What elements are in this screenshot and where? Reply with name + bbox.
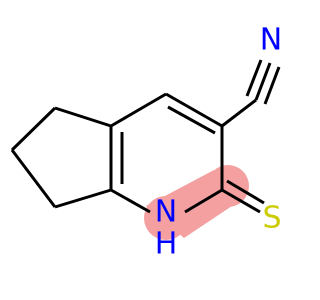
atom-highlight	[144, 165, 249, 240]
bond-c5-c6	[10, 106, 57, 152]
bond-cn-triple-center	[254, 62, 272, 101]
bond-c4-c3	[165, 92, 223, 128]
bond-c7a-n1	[110, 188, 151, 214]
structure-canvas: N S N H	[10, 23, 282, 262]
bond-n1-c2	[184, 188, 223, 214]
atom-label-nitrile-n: N	[260, 23, 282, 58]
atom-label-ring-n: N	[155, 195, 177, 230]
bond-c4-c3-inner	[167, 105, 216, 135]
bond-cn-triple-right	[263, 66, 281, 105]
bond-c4a-c4	[110, 92, 167, 128]
bond-c2-s-a	[221, 188, 261, 214]
atom-label-ring-h: H	[155, 227, 178, 262]
bond-c4a-c5	[54, 106, 112, 128]
bond-c3-cn	[221, 98, 257, 128]
bond-c2-s-b	[226, 179, 265, 205]
bond-cn-triple-left	[245, 59, 263, 97]
highlight-bridge	[146, 170, 244, 238]
atom-label-s: S	[262, 201, 281, 236]
molecule-drawing: N S N H	[10, 23, 282, 262]
bond-c6-c7	[10, 149, 57, 208]
bond-c7-c7a	[54, 188, 112, 209]
